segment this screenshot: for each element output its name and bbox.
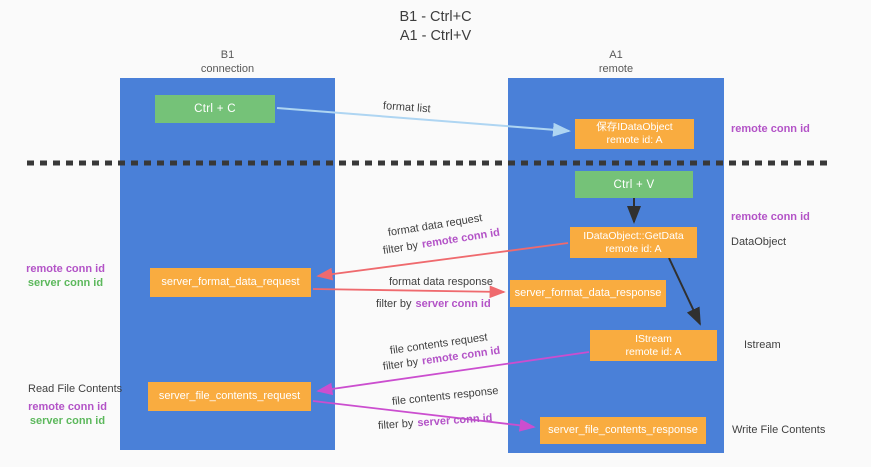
- title-line-1: B1 - Ctrl+C: [399, 9, 472, 25]
- dataobject-annotation: DataObject: [731, 236, 787, 248]
- format-response-box: server_format_data_response: [510, 280, 666, 307]
- title-line-2: A1 - Ctrl+V: [399, 28, 472, 44]
- getdata-to-istream-arrow: [668, 257, 701, 326]
- format-response-filter-line: filter by server conn id: [376, 298, 491, 310]
- lifeline-a1-name: A1: [609, 49, 623, 61]
- remote-conn-id-text: remote conn id: [26, 263, 105, 275]
- save-idataobject-box: 保存IDataObject remote id: A: [575, 119, 694, 149]
- write-file-contents-annotation: Write File Contents: [732, 424, 826, 436]
- read-file-contents-annotation: Read File Contents: [28, 383, 123, 395]
- getdata-line2: remote id: A: [605, 242, 662, 255]
- format-request-box: server_format_data_request: [150, 268, 311, 297]
- file-request-label: server_file_contents_request: [158, 390, 301, 402]
- format-response-label: server_format_data_response: [514, 287, 662, 299]
- file-request-arrow: [316, 351, 590, 396]
- format-response-label-line: format data response: [389, 276, 493, 288]
- format-list-arrow: [276, 107, 571, 137]
- ctrl-c-label: Ctrl + C: [194, 103, 236, 115]
- save-idataobject-line1: 保存IDataObject: [596, 121, 673, 133]
- save-idataobject-line2: remote id: A: [606, 134, 663, 146]
- server-conn-id-text: server conn id: [29, 415, 106, 427]
- format-conn-id-annotations: remote conn id server conn id: [18, 262, 113, 290]
- remote-conn-id-annotation-mid: remote conn id: [731, 211, 810, 223]
- server-conn-id-text: server conn id: [27, 277, 104, 289]
- istream-line2: remote id: A: [625, 345, 682, 358]
- filter-by-text: filter by: [377, 417, 414, 432]
- remote-conn-id-text: remote conn id: [28, 401, 107, 413]
- format-request-label: server_format_data_request: [161, 276, 300, 288]
- diagram-title: B1 - Ctrl+C A1 - Ctrl+V: [0, 8, 871, 46]
- format-request-arrow: [316, 242, 569, 281]
- format-response-arrow: [312, 285, 506, 299]
- getdata-box: IDataObject::GetData remote id: A: [570, 227, 697, 258]
- istream-annotation: Istream: [744, 339, 781, 351]
- file-conn-id-annotations: remote conn id server conn id: [20, 400, 115, 428]
- istream-line1: IStream: [635, 332, 672, 345]
- lifeline-a1-subtitle: remote: [598, 63, 634, 75]
- file-response-box: server_file_contents_response: [540, 417, 706, 444]
- server-conn-id-text: server conn id: [415, 298, 491, 310]
- file-response-arrow: [312, 400, 536, 432]
- remote-conn-id-annotation-top: remote conn id: [731, 123, 810, 135]
- lifeline-b1-name: B1: [220, 49, 235, 61]
- istream-box: IStream remote id: A: [590, 330, 717, 361]
- file-response-label: server_file_contents_response: [548, 424, 698, 436]
- getdata-line1: IDataObject::GetData: [583, 229, 684, 242]
- ctrl-c-box: Ctrl + C: [155, 95, 275, 123]
- lifeline-b1-subtitle: connection: [200, 63, 255, 75]
- filter-by-text: filter by: [376, 298, 412, 310]
- lifeline-header-b1: B1 connection: [120, 48, 335, 76]
- ctrl-v-label: Ctrl + V: [613, 178, 655, 191]
- ctrl-v-box: Ctrl + V: [575, 171, 693, 198]
- file-request-box: server_file_contents_request: [148, 382, 311, 411]
- lifeline-header-a1: A1 remote: [508, 48, 724, 76]
